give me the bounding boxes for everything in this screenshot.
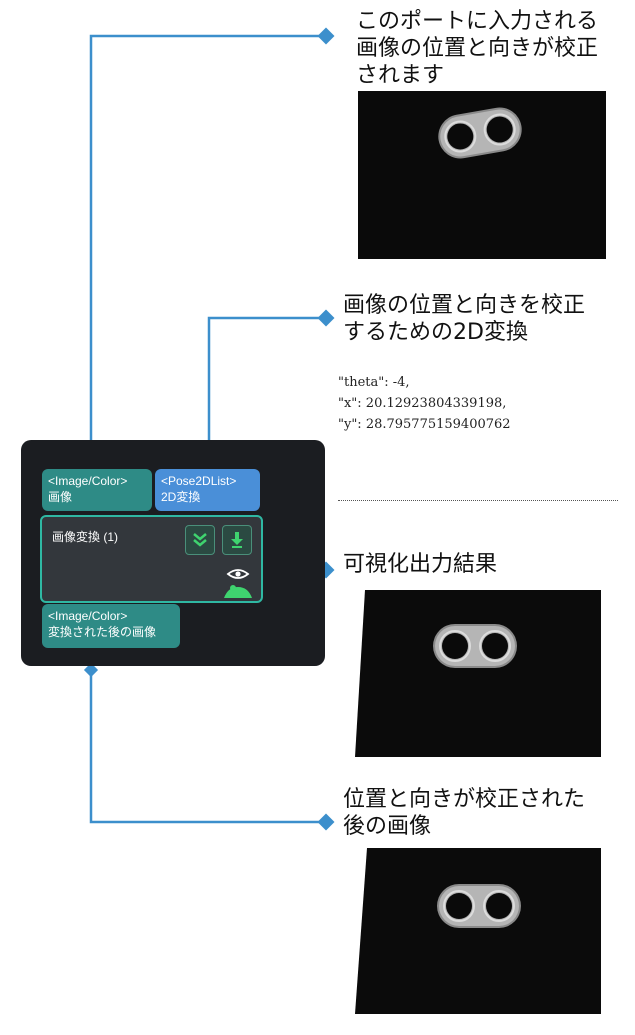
annotation-line: このポートに入力される (356, 9, 599, 34)
download-icon (231, 532, 243, 548)
pose-theta: "theta": -4, (338, 375, 410, 390)
input-image (358, 91, 606, 259)
node-title: 画像変換 (1) (52, 530, 119, 544)
diamond-marker-icon (317, 27, 335, 45)
annotation-line: するための2D変換 (343, 320, 528, 345)
download-button[interactable] (222, 525, 252, 555)
diamond-marker-icon (317, 813, 335, 831)
port-type: <Pose2DList> (161, 474, 237, 488)
output-connector-line (89, 670, 326, 824)
input-port-pose[interactable]: <Pose2DList> 2D変換 (155, 469, 260, 511)
pose-y: "y": 28.795775159400762 (338, 417, 511, 432)
input-port-image[interactable]: <Image/Color> 画像 (42, 469, 152, 511)
annotation-line: されます (356, 63, 445, 88)
annotation-line: 画像の位置と向きが校正 (356, 36, 599, 61)
eye-icon (226, 569, 250, 579)
annotation-line: 可視化出力結果 (343, 552, 498, 577)
output-image (355, 848, 601, 1014)
annotation-line: 後の画像 (343, 814, 432, 839)
port-label: 変換された後の画像 (48, 625, 157, 639)
pose-values: "theta": -4, "x": 20.12923804339198, "y"… (338, 372, 511, 435)
visualization-toggle[interactable] (222, 567, 254, 599)
visual-output-annotation: 可視化出力結果 (343, 551, 497, 578)
pose-x: "x": 20.12923804339198, (338, 396, 507, 411)
diamond-marker-icon (83, 662, 99, 678)
port-label: 2D変換 (161, 490, 201, 504)
port-type: <Image/Color> (48, 609, 128, 623)
port-type: <Image/Color> (48, 474, 128, 488)
pose-connector-line (207, 316, 326, 449)
input-connector-line (89, 34, 326, 449)
chevron-down-icon (193, 533, 207, 547)
annotation-line: 位置と向きが校正された (343, 787, 586, 812)
output-port-image[interactable]: <Image/Color> 変換された後の画像 (42, 604, 180, 648)
diamond-marker-icon (317, 309, 335, 327)
input-port-annotation: このポートに入力される 画像の位置と向きが校正 されます (356, 8, 598, 89)
visual-output-image (355, 590, 601, 757)
collapse-button[interactable] (185, 525, 215, 555)
separator (338, 500, 618, 501)
output-port-annotation: 位置と向きが校正された 後の画像 (343, 786, 585, 840)
person-icon (224, 585, 252, 598)
pose-port-annotation: 画像の位置と向きを校正 するための2D変換 (343, 292, 585, 346)
annotation-line: 画像の位置と向きを校正 (343, 293, 586, 318)
port-label: 画像 (48, 490, 73, 504)
image-transform-node[interactable]: 画像変換 (1) (40, 515, 263, 603)
